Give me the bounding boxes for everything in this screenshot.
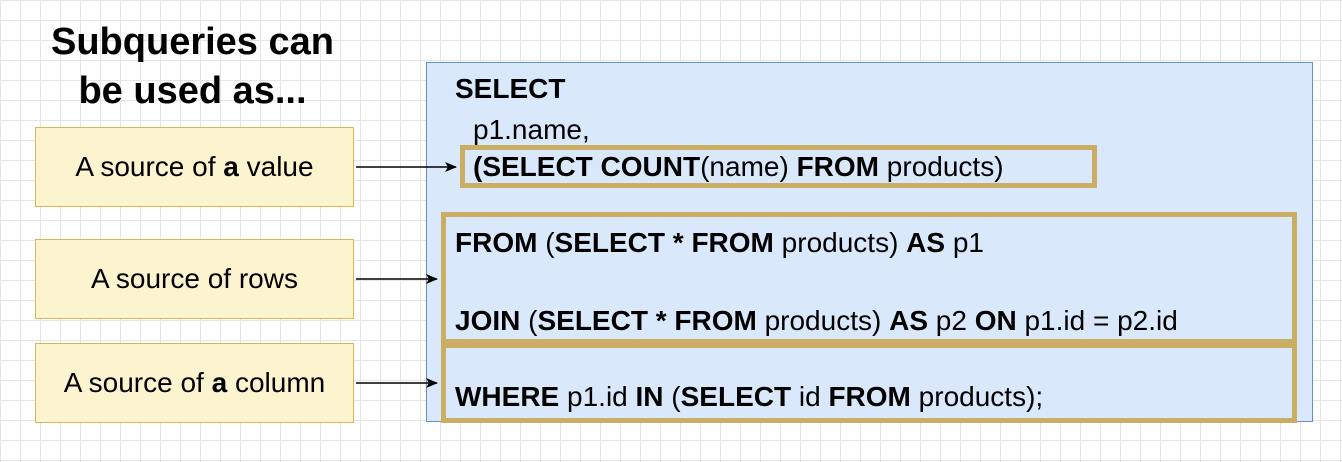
label-rows-text: A source of rows bbox=[91, 263, 298, 294]
label-value-post: value bbox=[238, 151, 314, 182]
label-source-of-rows: A source of rows bbox=[35, 239, 354, 319]
highlight-value-subquery bbox=[460, 145, 1097, 188]
sql-query-panel bbox=[426, 62, 1313, 422]
sql-keyword: SELECT bbox=[680, 381, 792, 412]
sql-text: ( bbox=[520, 305, 538, 336]
diagram-title: Subqueries can be used as... bbox=[20, 18, 365, 116]
sql-text: products) bbox=[879, 151, 1004, 182]
label-source-of-value: A source of a value bbox=[35, 127, 354, 207]
sql-line-count-subquery: (SELECT COUNT(name) FROM products) bbox=[473, 150, 1004, 184]
title-line-1: Subqueries can bbox=[51, 21, 334, 63]
sql-line-join: JOIN (SELECT * FROM products) AS p2 ON p… bbox=[455, 304, 1178, 338]
sql-text: p2 bbox=[928, 305, 975, 336]
sql-text: p1.id bbox=[559, 381, 636, 412]
sql-text: ( bbox=[537, 227, 555, 258]
sql-text: products); bbox=[910, 381, 1044, 412]
highlight-column-subquery bbox=[441, 343, 1297, 423]
sql-keyword: FROM bbox=[455, 227, 538, 258]
sql-text: ( bbox=[663, 381, 681, 412]
sql-keyword: SELECT * FROM bbox=[554, 227, 774, 258]
sql-text: products) bbox=[756, 305, 890, 336]
sql-text: products) bbox=[773, 227, 907, 258]
sql-text: p1 bbox=[945, 227, 985, 258]
title-line-2: be used as... bbox=[78, 70, 307, 112]
label-column-bold: a bbox=[211, 367, 228, 398]
label-value-bold: a bbox=[223, 151, 239, 182]
sql-keyword: WHERE bbox=[455, 381, 560, 412]
label-column-post: column bbox=[227, 367, 326, 398]
sql-line-select: SELECT bbox=[455, 72, 565, 106]
sql-keyword: AS bbox=[889, 305, 928, 336]
sql-text: p1.name, bbox=[473, 114, 590, 145]
sql-text: (name) bbox=[700, 151, 797, 182]
sql-keyword: ON bbox=[974, 305, 1017, 336]
sql-keyword: SELECT bbox=[455, 73, 566, 104]
sql-line-where: WHERE p1.id IN (SELECT id FROM products)… bbox=[455, 380, 1043, 414]
sql-line-from: FROM (SELECT * FROM products) AS p1 bbox=[455, 226, 984, 260]
sql-keyword: (SELECT COUNT bbox=[473, 151, 701, 182]
sql-text: p1.id = p2.id bbox=[1016, 305, 1178, 336]
sql-keyword: SELECT * FROM bbox=[537, 305, 757, 336]
label-column-pre: A source of bbox=[63, 367, 212, 398]
highlight-rows-subquery bbox=[441, 212, 1297, 344]
sql-keyword: FROM bbox=[796, 151, 880, 182]
sql-keyword: FROM bbox=[828, 381, 911, 412]
sql-keyword: AS bbox=[906, 227, 946, 258]
sql-line-column: p1.name, bbox=[473, 113, 590, 147]
label-value-pre: A source of bbox=[75, 151, 224, 182]
sql-keyword: IN bbox=[635, 381, 664, 412]
sql-text: id bbox=[791, 381, 829, 412]
sql-keyword: JOIN bbox=[455, 305, 521, 336]
label-source-of-column: A source of a column bbox=[35, 343, 354, 423]
